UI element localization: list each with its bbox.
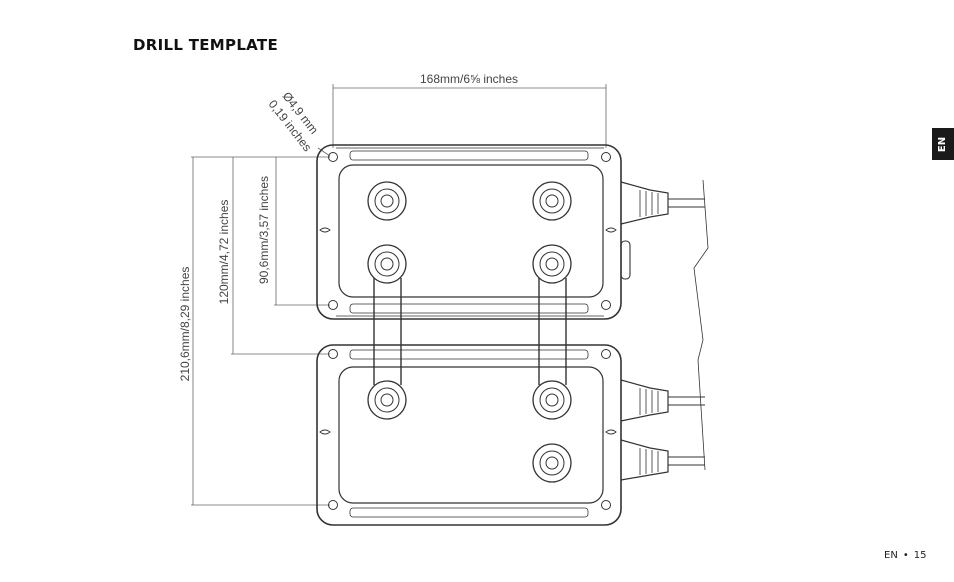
page-number: 15 [913, 550, 927, 561]
width-dimension-label: 168mm/6⅝ inches [420, 72, 518, 86]
page-title: DRILL TEMPLATE [133, 36, 279, 54]
total-height-dimension-label: 210,6mm/8,29 inches [178, 267, 192, 382]
language-tab: EN [932, 128, 954, 160]
inner-height-dimension-label: 90,6mm/3,57 inches [257, 176, 271, 284]
pitch-dimension-label: 120mm/4,72 inches [217, 200, 231, 305]
footer-separator: • [902, 550, 909, 561]
footer-language: EN [884, 550, 898, 561]
page-footer: EN • 15 [884, 550, 926, 561]
